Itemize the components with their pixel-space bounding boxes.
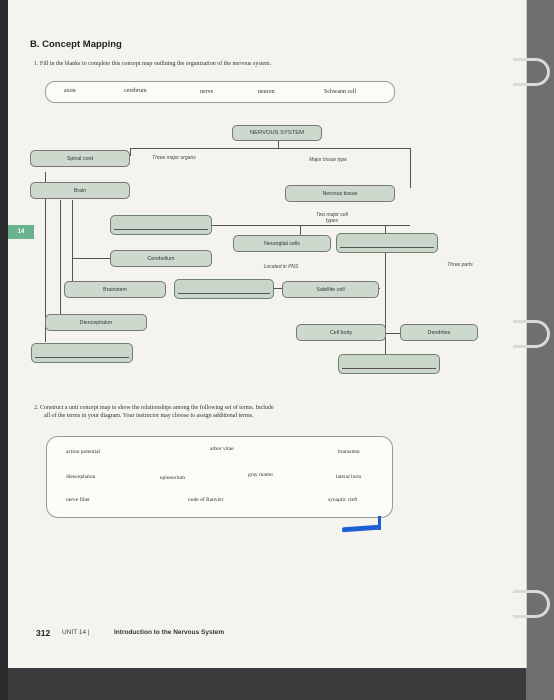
unit-side-tab: 14 (8, 225, 34, 239)
dendrites-box: Dendrites (400, 324, 478, 341)
brainstem-box: Brainstem (64, 281, 166, 298)
term-item: lateral horn (336, 474, 362, 480)
footer-title: Introduction to the Nervous System (114, 629, 225, 636)
blank-field[interactable] (31, 343, 133, 363)
cerebellum-box: Cerebellum (110, 250, 212, 267)
brain-box: Brain (30, 182, 130, 199)
unit-label: UNIT 14 (62, 629, 87, 636)
diencephalon-box: Diencephalon (45, 314, 147, 331)
section-title: B. Concept Mapping (30, 39, 122, 50)
connector-line (72, 258, 110, 259)
nervous-tissue-box: Nervous tissue (285, 185, 395, 202)
connector-line (130, 148, 410, 149)
connector-line (410, 148, 411, 188)
binder-ring (513, 320, 550, 348)
term-item: action potential (66, 449, 101, 455)
binder-ring (513, 590, 550, 618)
satellite-cell-box: Satellite cell (282, 281, 379, 298)
pen-mark (378, 516, 381, 530)
background-strip (526, 0, 554, 700)
word-bank-item: axon (64, 88, 76, 94)
term-item: arbor vitae (210, 446, 234, 452)
link-label-cell-types: Two major cell types (316, 212, 348, 224)
connector-line (278, 140, 279, 148)
instruction-1: 1. Fill in the blanks to complete this c… (34, 61, 272, 67)
neuroglial-cells-box: Neuroglial cells (233, 235, 331, 252)
word-bank-item: nerve (200, 89, 214, 95)
term-item: diencephalon (66, 474, 96, 480)
instruction-2-cont: all of the terms in your diagram. Your i… (44, 413, 254, 419)
link-label-organs: Three major organs (152, 155, 196, 161)
term-item: brainstem (338, 449, 360, 455)
instruction-2: 2. Construct a unit concept map to show … (34, 405, 274, 411)
binder-edge (0, 0, 8, 700)
blank-field[interactable] (174, 279, 274, 299)
term-item: synaptic cleft (328, 497, 358, 503)
connector-line (45, 172, 46, 342)
word-bank-item: neuron (258, 89, 275, 95)
link-label-tissue: Major tissue type (309, 157, 347, 163)
term-item: epineurium (160, 475, 186, 481)
binder-ring (513, 58, 550, 86)
link-label-parts: Three parts (447, 262, 473, 268)
connector-line (385, 252, 386, 362)
blank-field[interactable] (336, 233, 438, 253)
connector-line (72, 200, 73, 290)
term-item: gray matter (248, 472, 274, 478)
word-bank-item: cerebrum (124, 88, 147, 94)
footer-separator: | (87, 629, 90, 636)
term-item: nerve fiber (66, 497, 90, 503)
cell-body-box: Cell body (296, 324, 386, 341)
connector-line (130, 148, 131, 156)
connector-line (60, 200, 61, 320)
link-label-pns: Located in PNS (263, 264, 299, 270)
footer-unit: UNIT 14 | (62, 629, 90, 636)
term-item: node of Ranvier (188, 497, 224, 503)
nervous-system-box: NERVOUS SYSTEM (232, 125, 322, 141)
page-number: 312 (36, 628, 51, 638)
word-bank-item: Schwann cell (324, 89, 357, 95)
connector-line (210, 225, 410, 226)
connector-line (300, 225, 301, 243)
spinal-cord-box: Spinal cord (30, 150, 130, 167)
blank-field[interactable] (110, 215, 212, 235)
blank-field[interactable] (338, 354, 440, 374)
term-bank (46, 436, 393, 518)
word-bank (45, 81, 395, 103)
